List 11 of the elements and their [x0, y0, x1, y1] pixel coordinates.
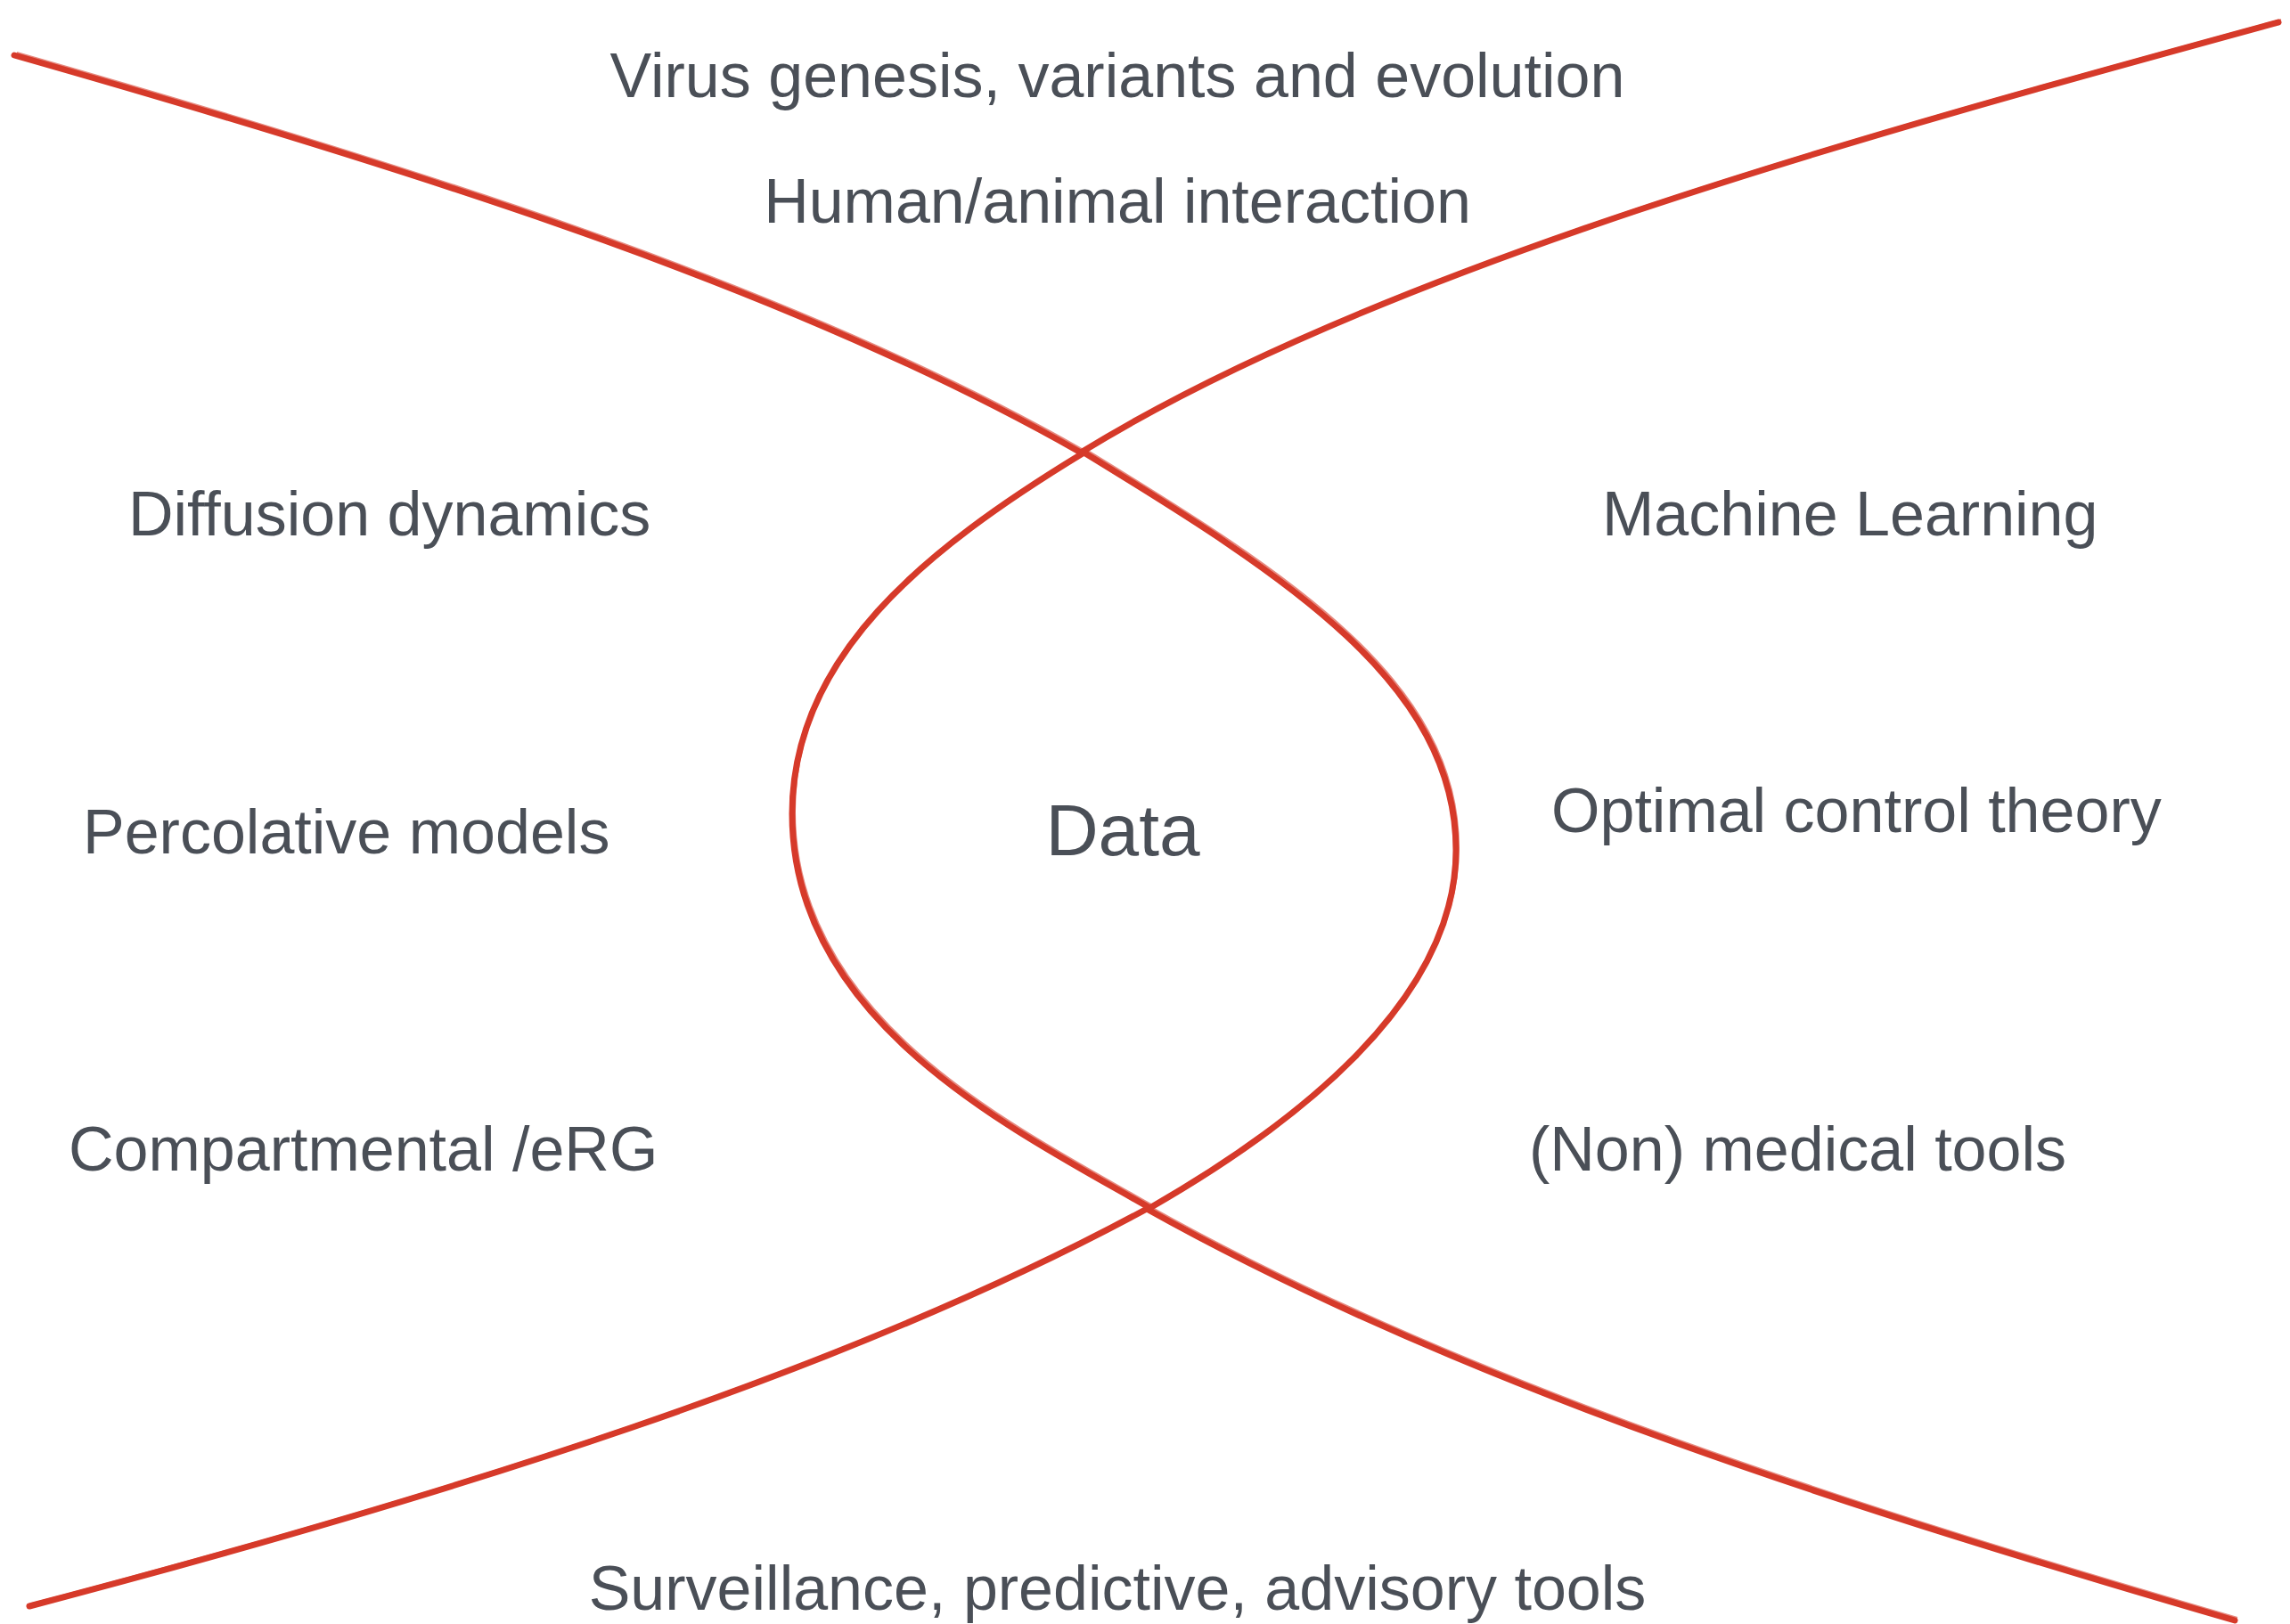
topic-label: Diffusion dynamics [128, 479, 651, 549]
topic-label: Optimal control theory [1551, 776, 2162, 845]
lens-shape [786, 449, 1460, 1212]
topic-label: Human/animal interaction [764, 167, 1471, 236]
topic-label: Virus genesis, variants and evolution [609, 41, 1625, 110]
topic-label: Machine Learning [1602, 479, 2098, 549]
topic-label: Percolative models [83, 797, 610, 867]
topic-label: (Non) medical tools [1529, 1114, 2066, 1184]
center-label: Data [1045, 789, 1200, 871]
topic-label: Surveillance, predictive, advisory tools [588, 1554, 1647, 1623]
topic-label: Compartmental /eRG [69, 1114, 658, 1184]
